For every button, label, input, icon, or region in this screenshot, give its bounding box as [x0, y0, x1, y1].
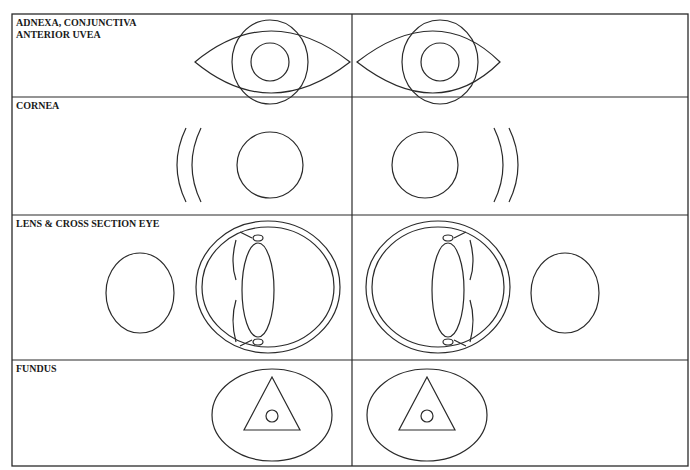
row-heading: FUNDUS — [15, 363, 58, 375]
row-heading: CORNEA — [15, 100, 60, 112]
row-heading: ADNEXA, CONJUNCTIVA ANTERIOR UVEA — [15, 17, 157, 41]
row-heading: LENS & CROSS SECTION EYE — [15, 218, 160, 230]
